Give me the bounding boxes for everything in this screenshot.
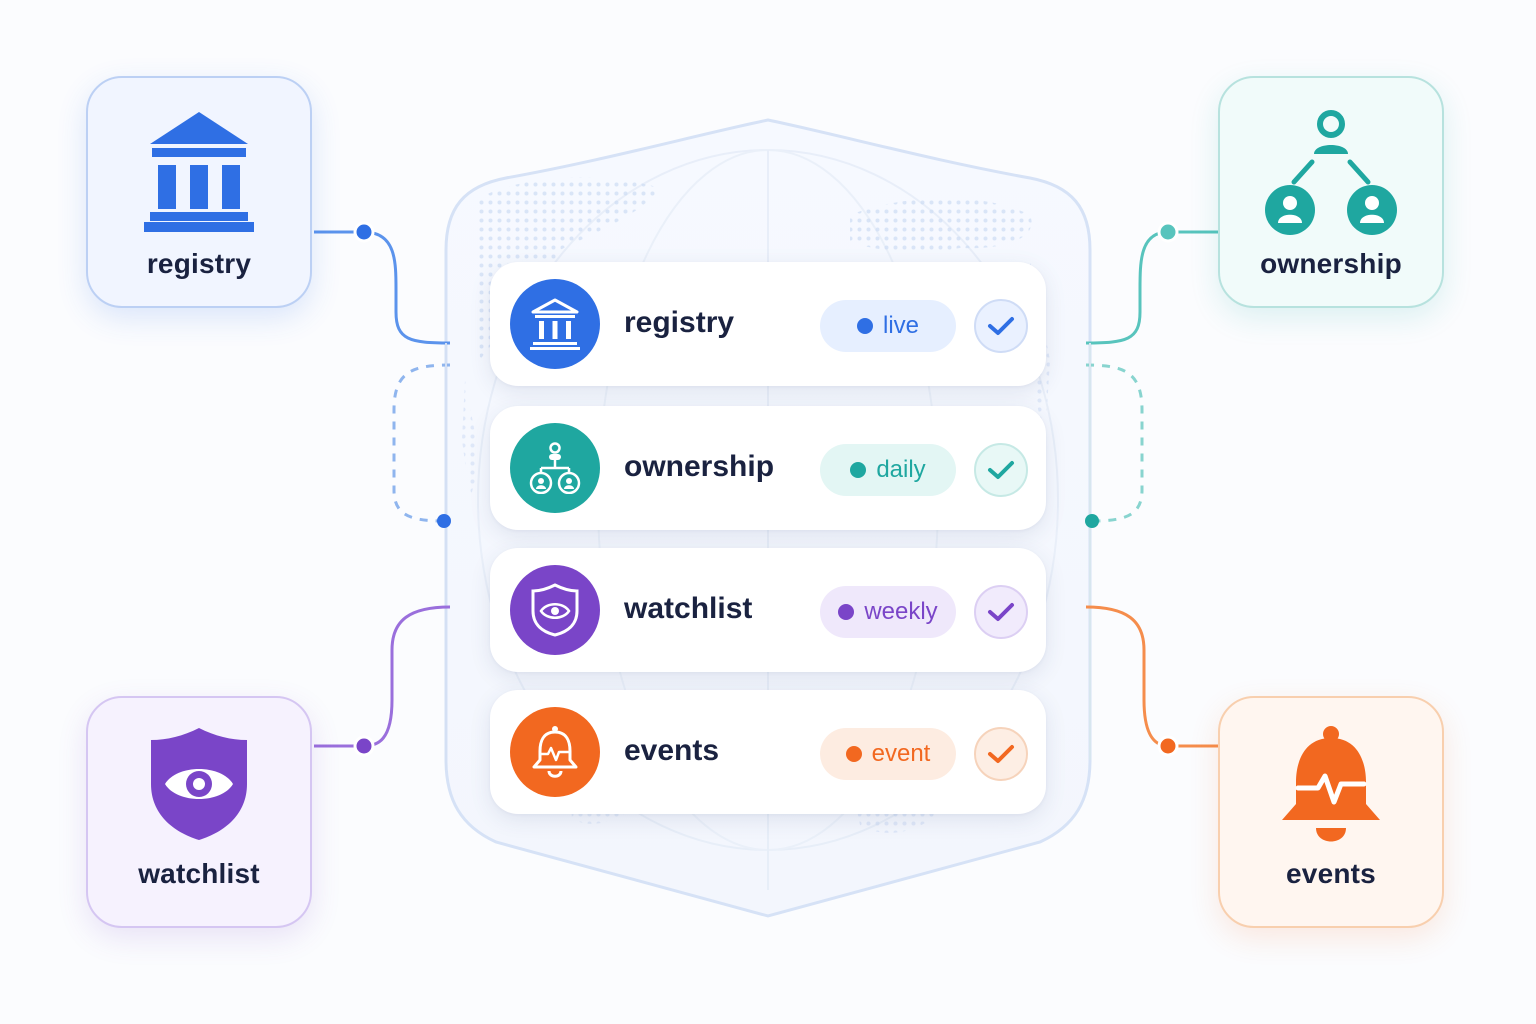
status-dot — [850, 462, 867, 478]
status-text: live — [882, 312, 919, 339]
status-text: weekly — [864, 598, 938, 625]
status-text: daily — [876, 456, 926, 483]
status-dot — [838, 604, 855, 620]
feed-label: watchlist — [624, 592, 753, 625]
feed-label: events — [624, 734, 720, 767]
status-badge: weekly — [820, 586, 956, 638]
feed-label: ownership — [624, 450, 775, 483]
source-card-ownership[interactable]: ownership — [1218, 76, 1444, 308]
source-card-registry[interactable]: registry — [86, 76, 312, 308]
bell-pulse-icon — [1276, 726, 1386, 851]
bank-building-icon — [144, 110, 254, 237]
card-label: events — [1286, 858, 1376, 889]
card-label: registry — [146, 248, 252, 279]
status-badge: event — [820, 728, 956, 780]
feed-label: registry — [624, 306, 735, 339]
org-hierarchy-icon — [510, 423, 600, 513]
status-text: event — [871, 740, 931, 767]
bell-pulse-icon — [510, 707, 600, 797]
status-dot — [856, 318, 873, 334]
feed-row-ownership[interactable]: ownership daily — [490, 406, 1046, 530]
feed-row-registry[interactable]: registry live — [490, 262, 1046, 386]
org-hierarchy-icon — [1264, 110, 1398, 241]
source-card-events[interactable]: events — [1218, 696, 1444, 928]
check-icon[interactable] — [974, 727, 1028, 781]
status-badge: live — [820, 300, 956, 352]
check-icon[interactable] — [974, 299, 1028, 353]
status-badge: daily — [820, 444, 956, 496]
card-label: watchlist — [138, 858, 260, 889]
shield-eye-icon — [510, 565, 600, 655]
status-dot — [845, 746, 862, 762]
check-icon[interactable] — [974, 585, 1028, 639]
source-card-watchlist[interactable]: watchlist — [86, 696, 312, 928]
feed-row-watchlist[interactable]: watchlist weekly — [490, 548, 1046, 672]
feed-row-events[interactable]: events event — [490, 690, 1046, 814]
check-icon[interactable] — [974, 443, 1028, 497]
bank-building-icon — [510, 279, 600, 369]
card-label: ownership — [1260, 248, 1402, 279]
shield-eye-icon — [149, 726, 249, 847]
